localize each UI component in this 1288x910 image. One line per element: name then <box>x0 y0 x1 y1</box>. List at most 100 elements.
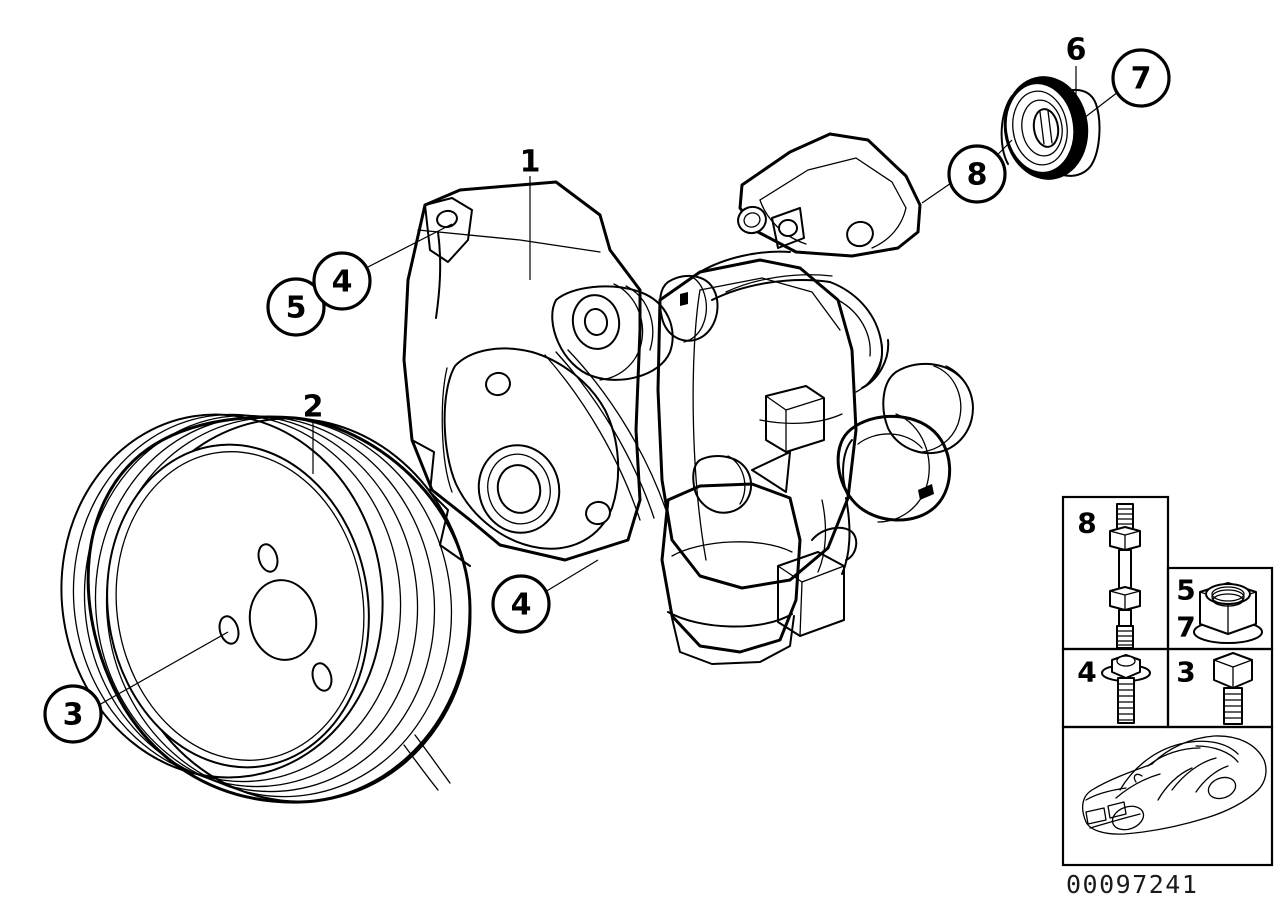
lower-snout-lip-top <box>667 611 793 628</box>
hex-bolt-icon <box>1213 652 1253 725</box>
callout-4-upper[interactable]: 4 <box>312 251 372 311</box>
pulley-bolt-hole-top <box>257 543 279 573</box>
hub-spline-lines <box>1039 110 1053 145</box>
callout-4-upper-label: 4 <box>332 265 353 300</box>
pump-upper-ear <box>424 197 473 263</box>
rear-bracket-top-edge <box>759 157 907 209</box>
pulley-outer-edge <box>86 415 472 804</box>
small-plug-slot <box>680 292 688 306</box>
hex-bolt-facets <box>1213 659 1253 689</box>
callout-7-bubble[interactable] <box>1111 48 1171 108</box>
leader-4-upper <box>365 223 453 269</box>
callout-3-label: 3 <box>63 698 84 733</box>
shaft-collar-bore-inner <box>583 308 609 336</box>
hose-fitting-front-ring <box>877 413 930 523</box>
callout-markers: 1 2 3 5 4 4 6 <box>43 33 1171 744</box>
hose-fitting-rear-ring <box>921 365 962 453</box>
hub-center-bore <box>1032 108 1060 148</box>
pump-right-gallery <box>829 281 890 393</box>
pump-rib-3 <box>567 349 669 517</box>
car-rear-window <box>1195 745 1239 763</box>
callout-3[interactable]: 3 <box>43 684 103 744</box>
car-windshield <box>1147 747 1201 767</box>
callout-4-lower-bubble[interactable] <box>491 574 551 634</box>
pump-square-block <box>765 385 825 453</box>
drive-pulley-assembly <box>60 413 472 804</box>
rear-bracket-right-fold <box>871 207 907 249</box>
callout-6-label: 6 <box>1066 33 1087 68</box>
knurled-ring-inner-1 <box>1012 90 1068 166</box>
pulley-face-ring <box>115 451 365 761</box>
callout-5[interactable]: 5 <box>266 277 326 337</box>
callout-3-bubble[interactable] <box>43 684 103 744</box>
pump-top-tube-upper <box>699 250 791 273</box>
pump-front-boss-edge <box>441 367 453 493</box>
lower-snout-seam <box>671 541 793 557</box>
pump-main-barrel <box>656 258 858 590</box>
callout-2-label: 2 <box>303 390 324 425</box>
callout-4-upper-bubble[interactable] <box>312 251 372 311</box>
knurled-hub-assembly <box>1000 76 1101 180</box>
pump-left-notch <box>411 439 471 567</box>
fastener-legend: 8 5 7 <box>1061 495 1274 899</box>
callout-8[interactable]: 8 <box>947 144 1007 204</box>
pump-small-plug <box>659 274 719 343</box>
lower-snout-port <box>692 455 753 514</box>
car-grille-left <box>1085 807 1107 825</box>
pulley-bolt-hole-bottom <box>311 662 333 692</box>
car-body <box>1081 735 1267 835</box>
car-mirror <box>1133 773 1143 783</box>
callout-7-label: 7 <box>1131 62 1152 97</box>
legend-cell-7-number: 7 <box>1176 611 1195 644</box>
stud-nut-bottom-facets <box>1109 590 1141 611</box>
lower-snout-lip-bottom <box>671 615 795 665</box>
diagram-part-number: 00097241 <box>1066 870 1198 899</box>
car-bumper <box>1089 813 1141 829</box>
pump-foot-block <box>777 526 858 637</box>
callout-4-lower[interactable]: 4 <box>491 574 551 634</box>
flange-bolt-shank <box>1117 677 1135 724</box>
rear-bracket-left-fold <box>759 199 807 245</box>
pump-hose-fittings <box>836 362 974 523</box>
pulley-bolt-hole-left <box>218 615 240 645</box>
callout-4-lower-label: 4 <box>511 588 532 623</box>
stud-thread-top-lines <box>1116 508 1134 525</box>
hose-fitting-rear-ring2 <box>945 365 974 427</box>
flange-nut-bore-mid <box>1211 586 1245 602</box>
pump-right-edge <box>841 497 851 575</box>
flange-nut-thread-1 <box>1211 589 1245 605</box>
stud-shank-upper <box>1118 549 1132 593</box>
callout-8-bubble[interactable] <box>947 144 1007 204</box>
square-block-body <box>765 385 825 453</box>
flange-nut-thread-2 <box>1212 593 1244 607</box>
pulley-front-face <box>106 443 370 769</box>
lower-snout-body <box>660 482 802 654</box>
small-plug-body <box>659 274 719 342</box>
pump-rib-1 <box>544 354 641 521</box>
pump-shaft-collar <box>551 283 674 381</box>
car-pillar <box>1171 757 1217 791</box>
car-door-front <box>1157 767 1193 801</box>
hose-fitting-front-lip <box>857 433 923 449</box>
rear-bracket-hole-left-inner <box>743 212 761 228</box>
rear-bracket-hole-left <box>737 205 767 235</box>
legend-cell-3-number: 3 <box>1176 656 1195 689</box>
callout-7[interactable]: 7 <box>1111 48 1171 108</box>
car-door-rear <box>1195 765 1229 793</box>
power-steering-pump-housing <box>402 132 974 665</box>
rear-bracket-boss-hole <box>778 219 798 237</box>
car-grille-right <box>1107 801 1127 819</box>
foot-block-edge <box>799 581 803 637</box>
pump-front-boss <box>443 347 620 550</box>
shaft-collar-ring-1 <box>599 283 644 381</box>
hose-fitting-rear <box>882 362 974 455</box>
pump-top-bevel <box>555 181 601 216</box>
callout-5-bubble[interactable] <box>266 277 326 337</box>
foot-block-tab <box>811 526 858 561</box>
car-roof <box>1119 740 1239 791</box>
pump-bearing-bore-mid <box>487 453 551 525</box>
shaft-collar-body <box>551 285 674 381</box>
foot-block-body <box>777 551 845 637</box>
